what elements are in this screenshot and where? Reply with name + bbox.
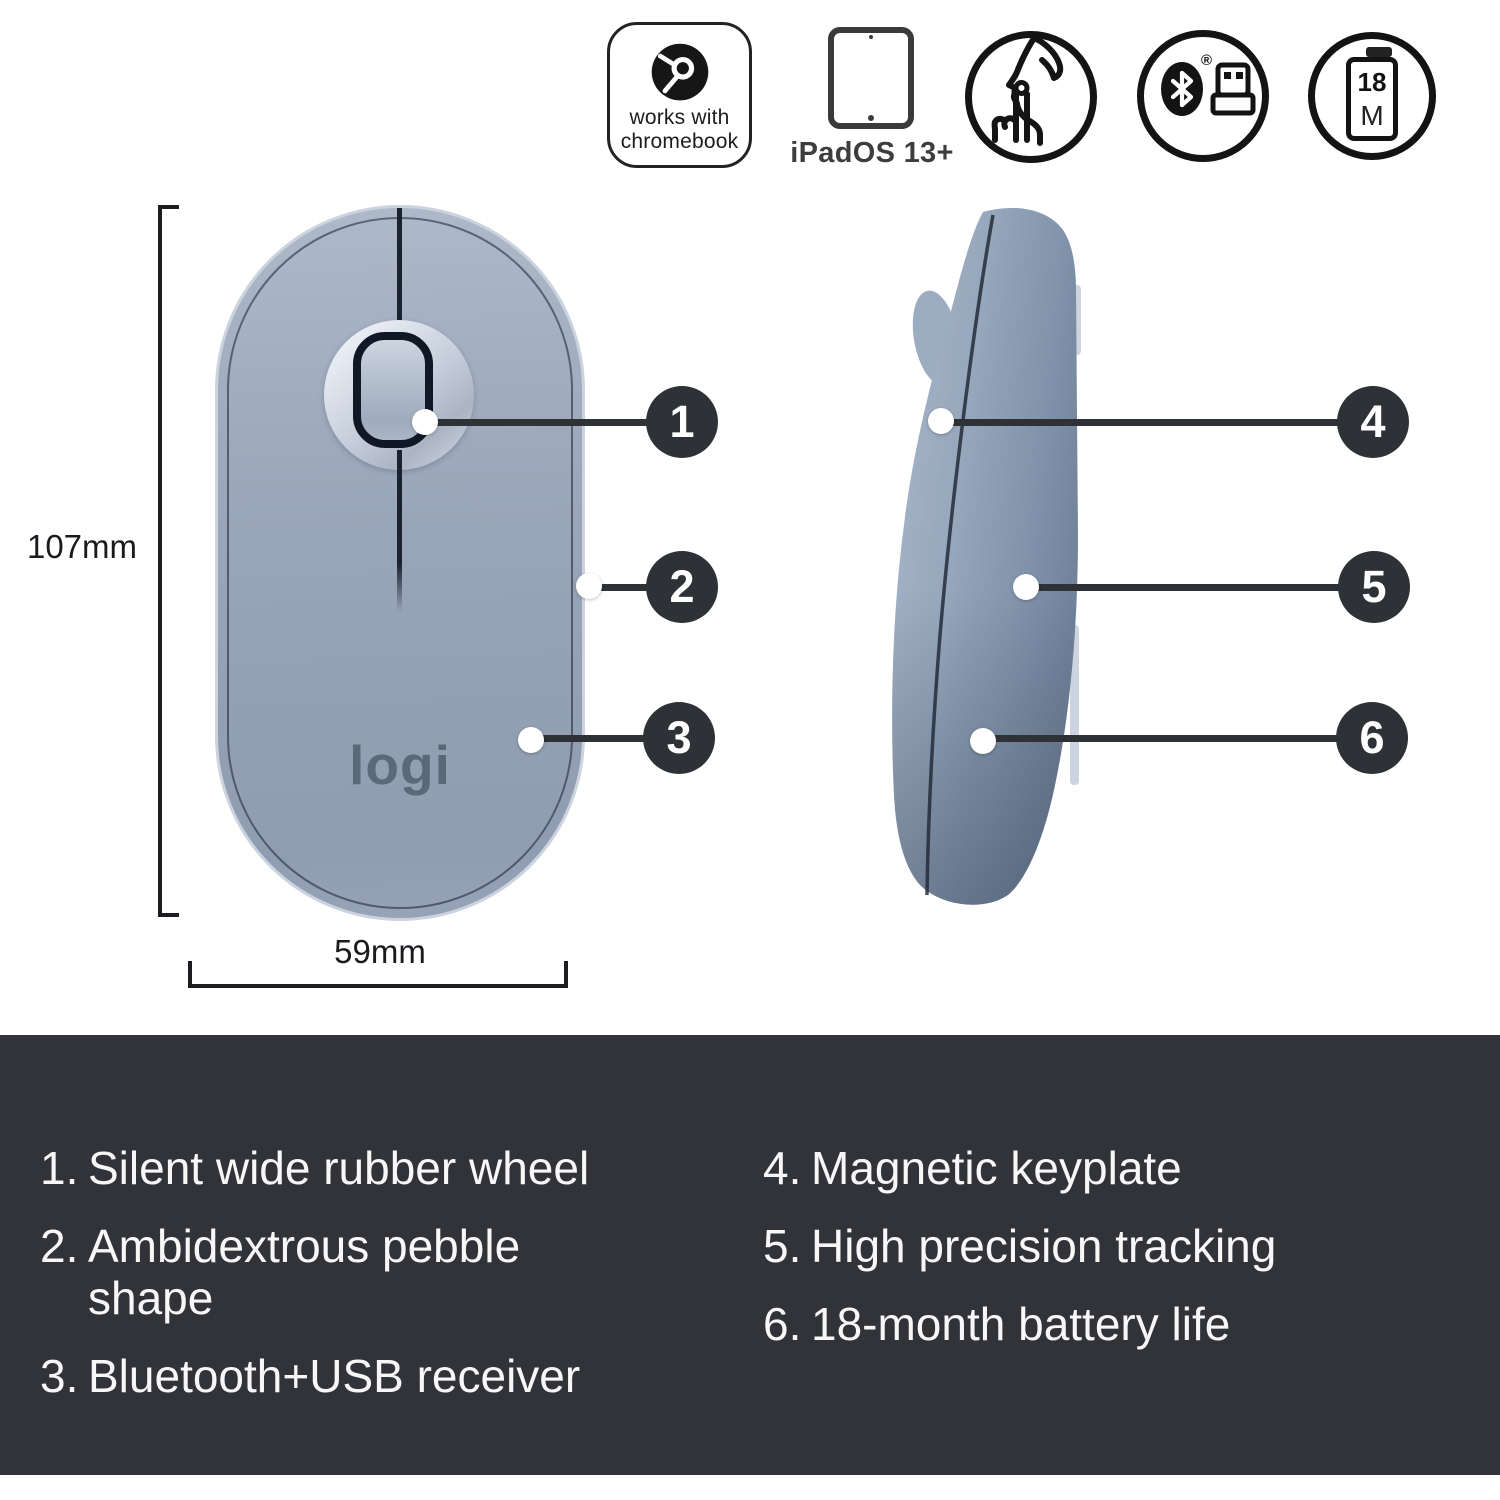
battery-cap (1366, 47, 1392, 57)
callout-dot-2 (576, 573, 602, 599)
width-dimension-bracket (188, 984, 568, 988)
feature-item-5: 5. High precision tracking (763, 1220, 1443, 1272)
feature-text: Silent wide rubber wheel (88, 1142, 590, 1194)
feature-item-3: 3. Bluetooth+USB receiver (40, 1350, 640, 1402)
height-dimension-label: 107mm (26, 528, 138, 565)
callout-dot-4 (928, 408, 954, 434)
feature-number: 4. (763, 1142, 802, 1194)
chromebook-badge-line2: chromebook (620, 130, 739, 153)
ipad-icon (828, 27, 914, 129)
width-dimension-label: 59mm (334, 933, 426, 970)
callout-dot-1 (412, 409, 438, 435)
feature-item-1: 1. Silent wide rubber wheel (40, 1142, 640, 1194)
usb-receiver-glyph (1210, 62, 1256, 116)
feature-item-2: 2. Ambidextrous pebble shape (40, 1220, 640, 1324)
callout-badge-6: 6 (1336, 702, 1408, 774)
features-panel: 1. Silent wide rubber wheel 2. Ambidextr… (0, 1035, 1500, 1475)
battery-icon: 18 M (1308, 32, 1436, 160)
features-column-right: 4. Magnetic keyplate 5. High precision t… (763, 1142, 1443, 1428)
battery-months-label: 18 (1357, 67, 1387, 97)
callout-dot-6 (970, 728, 996, 754)
callout-dot-5 (1013, 574, 1039, 600)
mouse-button-seam-top (397, 208, 402, 338)
bluetooth-registered-mark: ® (1201, 52, 1213, 69)
features-column-left: 1. Silent wide rubber wheel 2. Ambidextr… (40, 1142, 640, 1428)
feature-text: Bluetooth+USB receiver (88, 1350, 581, 1402)
silence-icon (965, 31, 1097, 163)
works-with-chromebook-badge: works with chromebook (607, 22, 752, 168)
ipad-os-label: iPadOS 13+ (790, 137, 954, 169)
chromebook-badge-line1: works with (629, 106, 730, 129)
feature-number: 6. (763, 1298, 802, 1350)
callout-badge-2: 2 (646, 551, 718, 623)
feature-text: Ambidextrous pebble shape (88, 1220, 521, 1324)
battery-unit-label: M (1360, 100, 1384, 131)
feature-item-6: 6. 18-month battery life (763, 1298, 1443, 1350)
ipad-home-dot (868, 115, 874, 121)
callout-badge-4: 4 (1337, 386, 1409, 458)
feature-text: Magnetic keyplate (811, 1142, 1182, 1194)
callout-line-4 (941, 419, 1341, 426)
height-bracket-bottom-tick (158, 913, 179, 917)
chrome-logo-icon (651, 43, 708, 101)
feature-number: 2. (40, 1220, 79, 1272)
battery-body: 18 M (1346, 57, 1398, 141)
callout-badge-5: 5 (1338, 551, 1410, 623)
callout-line-2 (589, 584, 650, 591)
feature-number: 1. (40, 1142, 79, 1194)
logi-logo: logi (349, 734, 451, 796)
callout-line-6 (983, 735, 1340, 742)
bluetooth-usb-icon (1137, 30, 1269, 162)
feature-text: High precision tracking (811, 1220, 1277, 1272)
callout-badge-1: 1 (646, 386, 718, 458)
height-bracket-top-tick (158, 205, 179, 209)
callout-dot-3 (518, 727, 544, 753)
callout-line-5 (1026, 584, 1342, 591)
height-dimension-bracket (158, 205, 162, 917)
feature-number: 3. (40, 1350, 79, 1402)
feature-text: 18-month battery life (811, 1298, 1231, 1350)
width-bracket-left-tick (188, 961, 192, 988)
mouse-button-seam-bottom (397, 450, 402, 612)
width-bracket-right-tick (564, 961, 568, 988)
callout-line-1 (425, 419, 650, 426)
callout-badge-3: 3 (643, 702, 715, 774)
mouse-side-view (892, 207, 1081, 905)
callout-line-3 (531, 735, 647, 742)
ipad-camera-dot (869, 35, 873, 39)
feature-item-4: 4. Magnetic keyplate (763, 1142, 1443, 1194)
feature-number: 5. (763, 1220, 802, 1272)
side-keyplate-seam (925, 214, 995, 896)
